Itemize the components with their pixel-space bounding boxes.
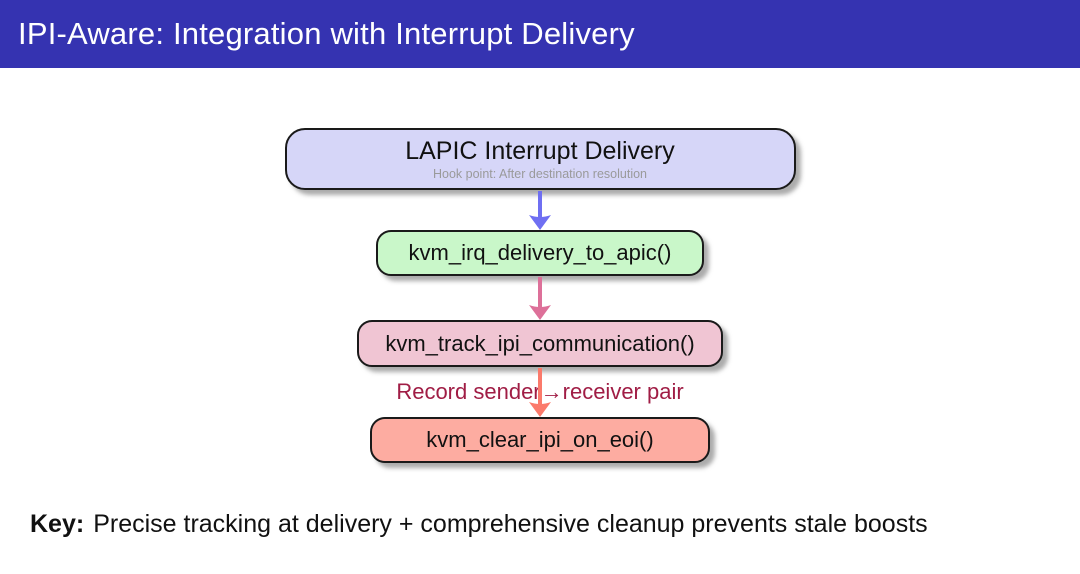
node-label: kvm_clear_ipi_on_eoi() (426, 427, 654, 452)
node-label: LAPIC Interrupt Delivery (405, 137, 675, 165)
key-label: Key: (30, 510, 85, 538)
edge-label-zone: Record sender→receiver pair (240, 367, 840, 417)
flow-node-kvm-irq-delivery-to-apic: kvm_irq_delivery_to_apic() (376, 230, 704, 276)
node-label: kvm_irq_delivery_to_apic() (408, 240, 672, 265)
node-sublabel: Hook point: After destination resolution (432, 167, 648, 181)
arrow-down-icon (529, 368, 551, 417)
node-label: kvm_track_ipi_communication() (385, 330, 695, 356)
flow-node-kvm-track-ipi-communication: kvm_track_ipi_communication() (357, 320, 723, 367)
flow-node-lapic-interrupt-delivery: LAPIC Interrupt Delivery Hook point: Aft… (284, 128, 796, 190)
slide-title: IPI-Aware: Integration with Interrupt De… (18, 16, 635, 51)
arrow-down-icon (529, 277, 551, 320)
key-text: Precise tracking at delivery + comprehen… (93, 510, 928, 538)
slide-title-bar: IPI-Aware: Integration with Interrupt De… (0, 0, 1080, 68)
key-takeaway: Key: Precise tracking at delivery + compr… (30, 510, 928, 539)
arrow-down-icon (529, 191, 551, 230)
flow-node-kvm-clear-ipi-on-eoi: kvm_clear_ipi_on_eoi() (370, 417, 710, 463)
flowchart: LAPIC Interrupt Delivery Hook point: Aft… (0, 68, 1080, 463)
